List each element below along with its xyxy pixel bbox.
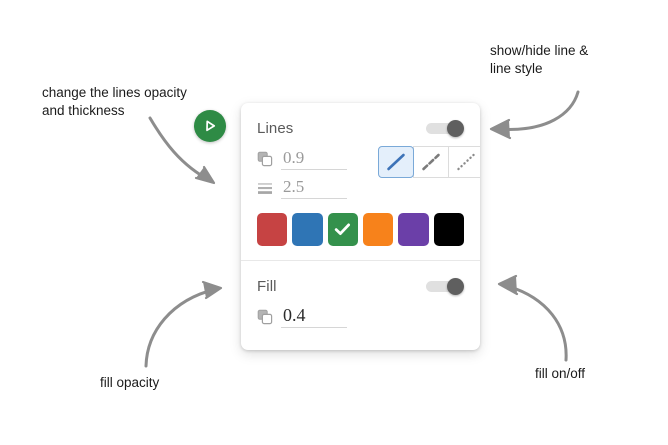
lines-thickness-field[interactable]: 2.5 <box>281 177 347 199</box>
annotation-label-fill-onoff: fill on/off <box>535 366 586 381</box>
check-icon <box>335 223 351 235</box>
fill-opacity-value: 0.4 <box>283 305 306 325</box>
line-style-solid-button[interactable] <box>378 146 415 178</box>
lines-numeric-controls: 0.9 2.5 <box>257 141 353 199</box>
toggle-track <box>426 123 460 134</box>
dashed-line-icon <box>422 153 441 171</box>
color-swatch-black[interactable] <box>433 213 464 246</box>
line-thickness-icon <box>258 183 272 194</box>
arrow-lines-opacity-head <box>194 165 216 185</box>
arrow-fill-onoff <box>502 283 568 362</box>
lines-opacity-field[interactable]: 0.9 <box>281 148 347 170</box>
line-style-dashed-button[interactable] <box>413 146 450 178</box>
line-style-selector <box>378 146 480 178</box>
color-swatch-blue[interactable] <box>292 213 323 246</box>
opacity-layers-icon <box>257 151 273 167</box>
lines-opacity-row[interactable]: 0.9 <box>257 145 353 170</box>
arrow-fill-onoff-head <box>497 274 519 296</box>
annotation-label-fill-opacity: fill opacity <box>100 375 160 390</box>
toggle-track <box>426 281 460 292</box>
fill-opacity-row[interactable]: 0.4 <box>257 303 464 328</box>
lines-title: Lines <box>257 119 294 137</box>
fill-visibility-toggle[interactable] <box>426 278 464 295</box>
lines-opacity-value: 0.9 <box>283 148 305 167</box>
toggle-knob <box>447 278 464 295</box>
line-style-dotted-button[interactable] <box>448 146 480 178</box>
lines-section-header: Lines <box>257 115 464 141</box>
color-swatch-green[interactable] <box>327 213 358 246</box>
toggle-knob <box>447 120 464 137</box>
annotation-label-show-hide: show/hide line & line style <box>490 43 589 76</box>
line-color-swatches <box>257 213 464 246</box>
play-badge[interactable] <box>194 110 226 142</box>
lines-visibility-toggle[interactable] <box>426 120 464 137</box>
opacity-layers-icon <box>257 309 273 325</box>
fill-opacity-field[interactable]: 0.4 <box>281 306 347 328</box>
arrow-fill-opacity-head <box>201 280 223 300</box>
lines-thickness-row[interactable]: 2.5 <box>257 174 353 199</box>
layer-style-panel: Lines 0.9 <box>241 103 480 350</box>
solid-line-icon <box>387 153 406 171</box>
fill-title: Fill <box>257 277 277 295</box>
annotation-label-lines-opacity: change the lines opacity and thickness <box>42 85 187 118</box>
color-swatch-orange[interactable] <box>362 213 394 246</box>
arrow-show-hide <box>494 90 580 132</box>
dotted-line-icon <box>457 153 476 171</box>
lines-section: Lines 0.9 <box>241 103 480 260</box>
play-icon <box>206 120 216 132</box>
color-swatch-red[interactable] <box>257 213 288 246</box>
fill-section: Fill 0.4 <box>241 260 480 350</box>
fill-section-header: Fill <box>257 273 464 299</box>
color-swatch-purple[interactable] <box>398 213 429 246</box>
arrow-show-hide-head <box>489 118 512 140</box>
arrow-fill-opacity <box>144 287 218 368</box>
lines-thickness-value: 2.5 <box>283 177 305 196</box>
